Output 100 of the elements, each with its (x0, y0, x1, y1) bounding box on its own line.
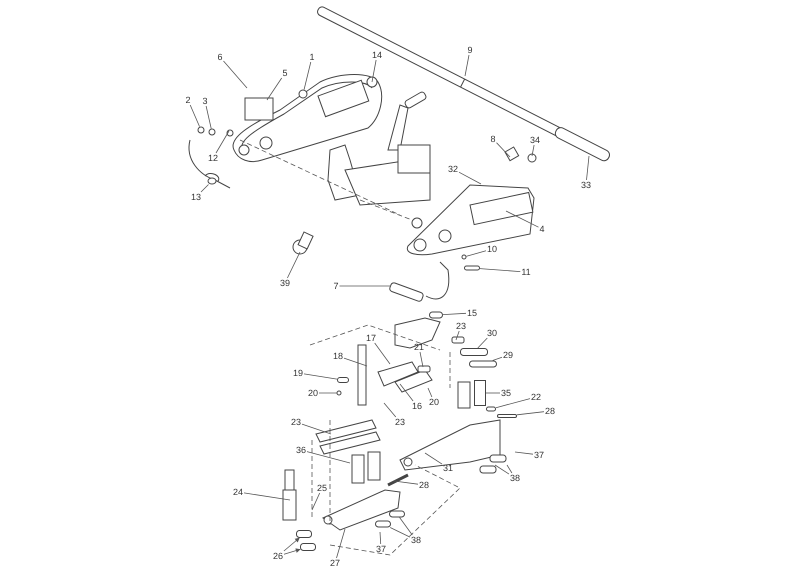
leader-line (190, 104, 200, 127)
callout-number: 12 (207, 153, 219, 163)
leader-line (223, 60, 248, 88)
leader-line (284, 538, 300, 552)
callout-number: 29 (502, 350, 514, 360)
pin (337, 377, 349, 383)
callout-number: 38 (410, 535, 422, 545)
callout-number: 28 (544, 406, 556, 416)
leader-line (532, 144, 534, 156)
leader-line (200, 184, 209, 192)
callout-number: 32 (447, 164, 459, 174)
plate-stack (474, 380, 486, 406)
nut (198, 126, 204, 134)
callout-number: 5 (282, 68, 288, 78)
callout-number: 37 (375, 544, 387, 554)
leader-line (480, 268, 521, 272)
plate (469, 360, 497, 368)
callout-number: 28 (418, 480, 430, 490)
leader-line (458, 172, 482, 184)
leader-line (516, 411, 544, 416)
leader-line (400, 384, 414, 402)
callout-number: 36 (295, 445, 307, 455)
callout-number: 27 (329, 558, 341, 568)
callout-number: 25 (316, 483, 328, 493)
callout-number: 8 (490, 134, 496, 144)
leader-line (312, 492, 320, 510)
leader-line (304, 374, 338, 380)
leader-line (374, 342, 390, 364)
callout-number: 33 (580, 180, 592, 190)
callout-number: 38 (509, 473, 521, 483)
callout-number: 35 (500, 388, 512, 398)
leader-line (380, 532, 382, 544)
leader-line (390, 527, 410, 538)
leader-line (336, 528, 346, 558)
pin (464, 266, 480, 270)
callout-number: 31 (442, 463, 454, 473)
leader-line (456, 330, 460, 340)
leader-line (428, 388, 432, 398)
callout-number: 37 (533, 450, 545, 460)
leader-line (496, 142, 510, 158)
callout-number: 11 (520, 267, 532, 277)
bushing (375, 520, 391, 528)
callout-number: 1 (308, 52, 316, 62)
callout-number: 4 (538, 224, 546, 234)
washer (208, 128, 216, 136)
callout-number: 20 (307, 388, 319, 398)
callout-number: 15 (466, 308, 478, 318)
callout-number: 2 (184, 95, 192, 105)
leader-line (302, 424, 332, 434)
callout-number: 26 (272, 551, 284, 561)
leader-line (514, 452, 534, 455)
callout-number: 17 (365, 333, 377, 343)
washer (462, 254, 466, 260)
leader-line (506, 464, 512, 474)
callout-number: 14 (371, 50, 383, 60)
callout-number: 13 (190, 192, 202, 202)
leader-line (420, 352, 424, 368)
leader-line (284, 548, 301, 555)
callout-number: 34 (529, 135, 541, 145)
leader-line (466, 250, 486, 257)
callout-number: 24 (232, 487, 244, 497)
leader-line (492, 356, 502, 361)
leader-line (496, 398, 530, 408)
leader-line (399, 517, 413, 536)
callout-number: 10 (486, 244, 498, 254)
leader-line (266, 78, 282, 100)
callout-number: 7 (332, 281, 340, 291)
callout-number: 22 (530, 392, 542, 402)
callout-number: 19 (292, 368, 304, 378)
callout-number: 30 (486, 328, 498, 338)
leader-line (306, 451, 350, 464)
bushing (389, 510, 405, 518)
leader-line (394, 480, 418, 485)
handle-grip (429, 312, 443, 318)
leader-line (442, 312, 466, 315)
callout-number: 39 (279, 278, 291, 288)
leader-line (477, 338, 488, 348)
callout-number: 3 (202, 96, 208, 106)
callout-number: 21 (413, 342, 425, 352)
leader-line (206, 106, 212, 129)
callout-number: 18 (332, 351, 344, 361)
pin (300, 543, 316, 551)
callout-number: 23 (290, 417, 302, 427)
leader-line (318, 392, 337, 394)
pin (486, 406, 496, 412)
leader-line (506, 210, 539, 228)
callout-number: 23 (455, 321, 467, 331)
leader-line (304, 62, 312, 90)
leader-line (494, 464, 510, 474)
callout-number: 6 (216, 52, 224, 62)
leader-line (486, 392, 500, 394)
leader-line (586, 156, 590, 180)
spring (497, 414, 517, 418)
leader-line (424, 452, 442, 464)
leader-line (344, 358, 368, 366)
callout-number: 9 (466, 45, 474, 55)
plate (460, 348, 488, 356)
chain-ring (208, 178, 216, 184)
leader-line (216, 130, 230, 154)
callout-number: 23 (394, 417, 406, 427)
